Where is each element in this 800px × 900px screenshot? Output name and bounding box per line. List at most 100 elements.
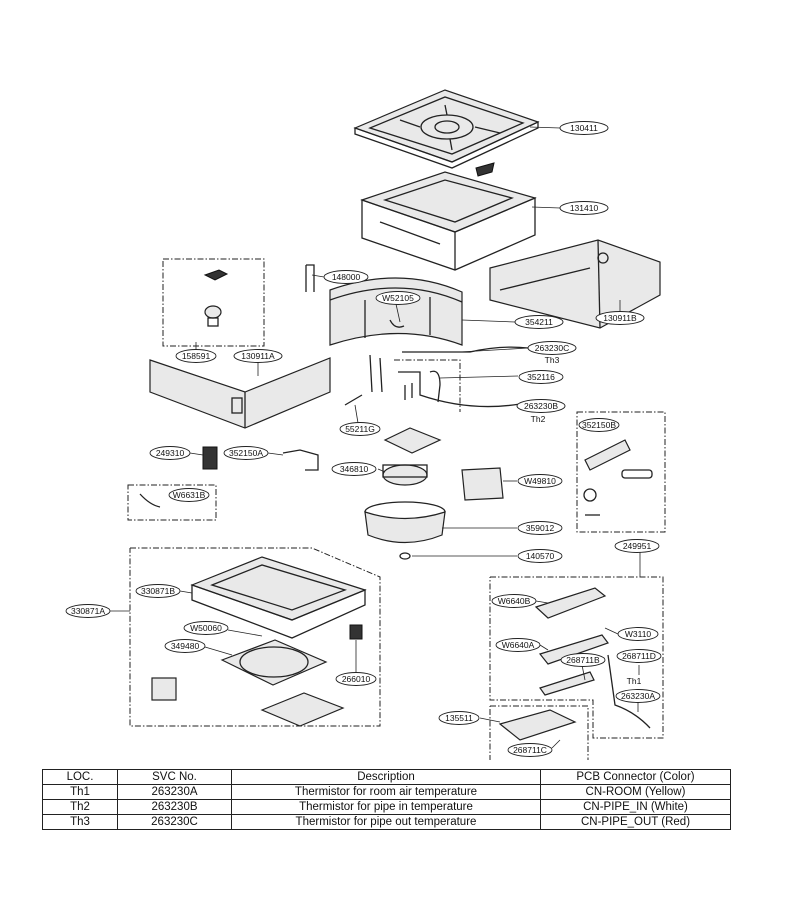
cell-description: Thermistor for room air temperature <box>231 784 541 800</box>
svg-text:130911B: 130911B <box>603 313 637 323</box>
control-box-w49810 <box>461 467 504 501</box>
cell-loc: Th3 <box>42 814 118 830</box>
svg-text:346810: 346810 <box>340 464 369 474</box>
svg-text:130411: 130411 <box>570 123 598 133</box>
callout-55211g: 55211G <box>339 422 381 436</box>
svg-text:268711B: 268711B <box>566 655 600 665</box>
callout-268711c: 268711C <box>507 743 553 757</box>
tag-th3: Th3 <box>545 355 560 365</box>
table-row: Th2 263230B Thermistor for pipe in tempe… <box>42 799 731 815</box>
tag-th2: Th2 <box>531 414 546 424</box>
svg-text:354211: 354211 <box>525 317 553 327</box>
body-frame <box>360 171 537 271</box>
callout-130911b: 130911B <box>595 311 645 325</box>
svg-text:W52105: W52105 <box>382 293 414 303</box>
cell-description: Thermistor for pipe out temperature <box>231 814 541 830</box>
svg-text:W3110: W3110 <box>625 629 652 639</box>
callout-268711b: 268711B <box>560 653 606 667</box>
svg-text:268711C: 268711C <box>513 745 547 755</box>
cell-loc: Th1 <box>42 784 118 800</box>
callout-130411: 130411 <box>559 121 609 135</box>
svg-text:249951: 249951 <box>623 541 652 551</box>
callout-w3110: W3110 <box>617 627 659 641</box>
svg-text:140570: 140570 <box>526 551 555 561</box>
thermistor-wires <box>394 346 529 412</box>
bracket-148000 <box>305 264 315 292</box>
callout-135511: 135511 <box>438 711 480 725</box>
callout-130911a: 130911A <box>233 349 283 363</box>
header-description: Description <box>231 769 541 785</box>
callout-346810: 346810 <box>331 462 377 476</box>
callout-268711d: 268711D <box>616 649 662 663</box>
group-box-158591 <box>162 258 265 347</box>
refrigerant-pipes <box>344 354 441 406</box>
air-filter <box>260 692 345 727</box>
clip-parts-158591 <box>203 269 229 327</box>
cell-svc-no: 263230A <box>117 784 232 800</box>
table-row: Th3 263230C Thermistor for pipe out temp… <box>42 814 731 830</box>
callout-359012: 359012 <box>517 521 563 535</box>
group-box-330871a <box>129 547 381 727</box>
svg-text:W49810: W49810 <box>524 476 556 486</box>
svg-text:W6631B: W6631B <box>173 490 206 500</box>
turbo-fan <box>364 501 446 560</box>
front-grille-panel <box>353 89 540 177</box>
cell-pcb-connector: CN-ROOM (Yellow) <box>540 784 731 800</box>
drain-parts-352150b <box>583 439 653 516</box>
group-box-249951 <box>489 576 664 739</box>
callout-148000: 148000 <box>323 270 369 284</box>
callout-w50060: W50060 <box>183 621 229 635</box>
svg-text:W50060: W50060 <box>190 623 222 633</box>
callout-352116: 352116 <box>518 370 564 384</box>
callout-330871b: 330871B <box>135 584 181 598</box>
svg-text:131410: 131410 <box>570 203 599 213</box>
svg-text:135511: 135511 <box>445 713 473 723</box>
tag-th1: Th1 <box>627 676 642 686</box>
cell-pcb-connector: CN-PIPE_IN (White) <box>540 799 731 815</box>
cell-svc-no: 263230C <box>117 814 232 830</box>
svg-text:263230B: 263230B <box>524 401 558 411</box>
group-box-w6631b <box>127 484 217 521</box>
callout-w49810: W49810 <box>517 474 563 488</box>
callout-266010: 266010 <box>335 672 377 686</box>
svg-text:55211G: 55211G <box>345 424 375 434</box>
table-row: Th1 263230A Thermistor for room air temp… <box>42 784 731 800</box>
drain-hose-349310 <box>202 446 319 471</box>
cell-pcb-connector: CN-PIPE_OUT (Red) <box>540 814 731 830</box>
callout-263230a: 263230A <box>615 689 661 703</box>
callout-w6640b: W6640B <box>491 594 537 608</box>
svg-text:330871A: 330871A <box>71 606 105 616</box>
drain-pump-bracket <box>383 427 442 454</box>
callout-263230c: 263230C <box>527 341 577 355</box>
terminal-cover <box>498 709 577 741</box>
header-svc-no: SVC No. <box>117 769 232 785</box>
fan-motor <box>382 464 428 486</box>
callout-352150a: 352150A <box>223 446 269 460</box>
connector-266010 <box>349 624 363 640</box>
drain-cap <box>151 677 177 701</box>
callout-249951: 249951 <box>614 539 660 553</box>
callout-352150b: 352150B <box>578 418 620 432</box>
callout-w6640a: W6640A <box>495 638 541 652</box>
svg-text:148000: 148000 <box>332 272 361 282</box>
callout-w52105: W52105 <box>375 291 421 305</box>
callout-w6631b: W6631B <box>168 488 210 502</box>
callout-131410: 131410 <box>559 201 609 215</box>
drain-pan <box>190 556 367 639</box>
heat-exchanger <box>329 277 463 346</box>
svg-text:268711D: 268711D <box>622 651 656 661</box>
cell-svc-no: 263230B <box>117 799 232 815</box>
callout-249310: 249310 <box>149 446 191 460</box>
exploded-parts-diagram: 130411 131410 148000 W52105 354211 13091… <box>65 89 666 760</box>
svg-text:359012: 359012 <box>526 523 555 533</box>
svg-text:352150B: 352150B <box>582 420 616 430</box>
svg-text:W6640A: W6640A <box>502 640 535 650</box>
svg-text:352116: 352116 <box>527 372 555 382</box>
thermistor-table: LOC. SVC No. Description PCB Connector (… <box>42 769 731 830</box>
cell-description: Thermistor for pipe in temperature <box>231 799 541 815</box>
svg-text:249310: 249310 <box>156 448 185 458</box>
wire-harness-w6631b <box>139 493 161 508</box>
side-panel-left <box>149 357 331 429</box>
svg-text:263230C: 263230C <box>535 343 570 353</box>
group-box-352150b <box>576 411 666 533</box>
